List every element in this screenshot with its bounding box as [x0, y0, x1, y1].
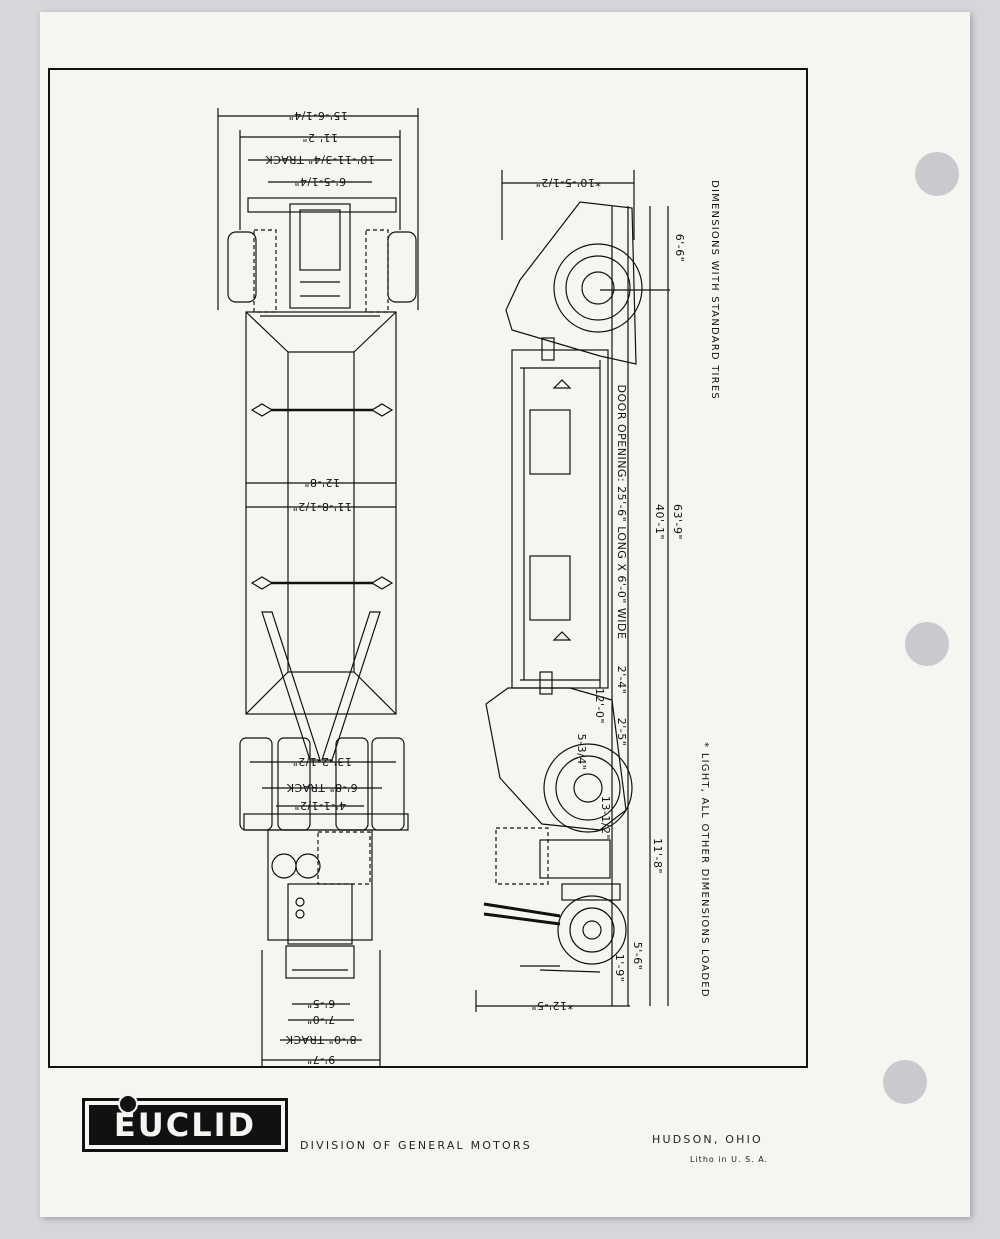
- plan-dim-0: 15'-6-1/4": [288, 109, 348, 122]
- side-dim-7: 2'-5": [615, 718, 628, 747]
- side-dim-1: 6'-6": [673, 234, 686, 263]
- euclid-logo-emblem-icon: [118, 1094, 138, 1114]
- plan-view-drawing: [217, 108, 419, 1068]
- division-text: DIVISION OF GENERAL MOTORS: [300, 1139, 532, 1152]
- drawing-border: [48, 68, 808, 1068]
- side-dim-4: DOOR OPENING: 25'-6" LONG X 6'-0" WIDE: [615, 385, 628, 640]
- side-dim-0: *10'-5-1/2": [535, 176, 601, 189]
- side-dim-3: 63'-9": [671, 504, 684, 540]
- note-standard-tires: DIMENSIONS WITH STANDARD TIRES: [709, 180, 720, 400]
- plan-dim-12: 9'-7": [307, 1053, 336, 1066]
- plan-view-labels: 15'-6-1/4" 11'-2" 10'-11-3/4" TRACK 6'-5…: [265, 109, 375, 1066]
- plan-dim-6: 13'-2-1/2": [292, 755, 352, 768]
- side-view-labels: *10'-5-1/2" 6'-6" 40'-1" 63'-9" DOOR OPE…: [531, 176, 720, 1012]
- binder-hole-bottom: [883, 1060, 927, 1104]
- spec-sheet-page: [40, 12, 970, 1217]
- plan-dim-2: 10'-11-3/4" TRACK: [265, 153, 375, 166]
- side-dim-11: 5'-6": [631, 942, 644, 971]
- side-dim-10: 11'-8": [651, 838, 664, 874]
- city-text: HUDSON, OHIO: [652, 1133, 763, 1146]
- euclid-logo-text: EUCLID: [89, 1105, 281, 1145]
- binder-hole-top: [915, 152, 959, 196]
- side-dim-13: *12'-5": [531, 999, 573, 1012]
- euclid-logo: EUCLID: [82, 1098, 288, 1152]
- side-dim-8: 5-3/4": [575, 734, 588, 771]
- side-dim-9: 13-1/2": [599, 796, 612, 840]
- binder-hole-middle: [905, 622, 949, 666]
- plan-dim-1: 11'-2": [302, 131, 338, 144]
- litho-text: Litho in U. S. A.: [690, 1155, 769, 1164]
- side-dim-6: 12'-0": [593, 688, 606, 724]
- plan-dim-4: 12'-8": [304, 476, 340, 489]
- plan-dim-11: 8'-0" TRACK: [285, 1033, 356, 1046]
- side-view-drawing: [475, 170, 670, 1012]
- side-dim-12: 1'-9": [613, 954, 626, 983]
- plan-dim-10: 7'-0": [307, 1013, 336, 1026]
- plan-dim-3: 6'-5-1/4": [294, 175, 346, 188]
- side-dim-5: 2'-4": [615, 666, 628, 695]
- plan-dim-7: 6'-8" TRACK: [286, 781, 357, 794]
- plan-dim-8: 4'-1-1/2": [294, 799, 346, 812]
- plan-dim-9: 6'-5": [307, 997, 336, 1010]
- side-dim-2: 40'-1": [653, 504, 666, 540]
- plan-dim-5: 11'-8-1/2": [292, 500, 352, 513]
- note-light-loaded: * LIGHT, ALL OTHER DIMENSIONS LOADED: [699, 742, 710, 997]
